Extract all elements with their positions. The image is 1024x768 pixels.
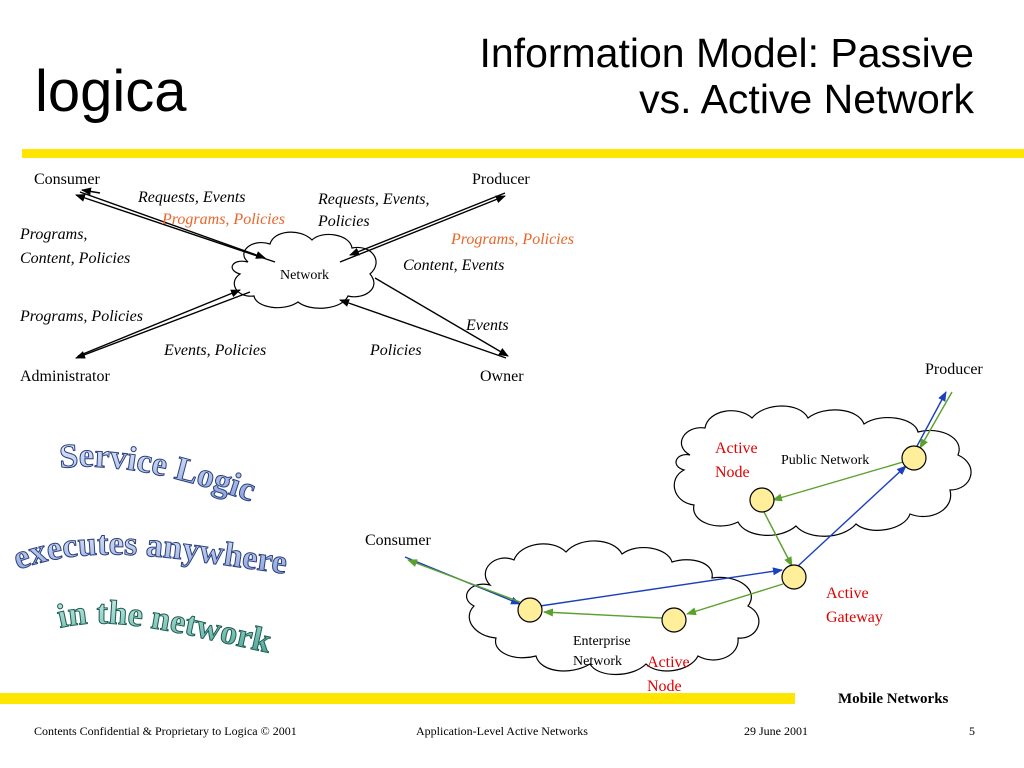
arrow-admin-network: [77, 289, 241, 357]
active-node-bottom-label: Active Node: [647, 651, 690, 699]
active-node-top-line-2: Node: [715, 464, 750, 481]
footer-talk-title: Application-Level Active Networks: [416, 724, 588, 738]
programs-content-line-2: Content, Policies: [20, 250, 131, 267]
slide-title-line-2: vs. Active Network: [639, 76, 974, 122]
programs-policies-left-label: Programs, Policies: [20, 308, 143, 325]
programs-content-policies-label: Programs, Content, Policies: [20, 223, 130, 271]
wordart-service-logic: Service Logic executes anywhere in the n…: [8, 437, 290, 661]
active-node-bottom-line-2: Node: [647, 678, 682, 695]
bottom-yellow-bar: [0, 693, 795, 704]
logica-logo: logica: [35, 59, 187, 124]
administrator-label: Administrator: [20, 368, 110, 385]
enterprise-line-2: Network: [573, 654, 622, 669]
bottom-consumer-label: Consumer: [365, 532, 431, 549]
policies-label: Policies: [370, 342, 422, 359]
slide-title: Information Model: Passive vs. Active Ne…: [479, 30, 974, 122]
arrow-network-consumer: [75, 194, 276, 263]
footer-confidential: Contents Confidential & Proprietary to L…: [34, 724, 297, 738]
svg-text:in the network: in the network: [54, 594, 275, 660]
owner-label: Owner: [480, 368, 524, 385]
bottom-arrows: [404, 391, 953, 619]
svg-text:Service Logic: Service Logic: [58, 438, 260, 510]
top-yellow-bar: [22, 149, 1024, 158]
arrow-public-node-to-active-node: [772, 461, 904, 502]
enterprise-network-label: Enterprise Network: [573, 632, 631, 672]
arrow-active-node-to-gateway: [763, 511, 793, 567]
active-gateway-node: [781, 564, 807, 590]
public-network-node: [901, 445, 927, 471]
requests-events-policies-line-1: Requests, Events,: [318, 191, 430, 208]
public-network-cloud: [673, 405, 972, 537]
requests-events-policies-label: Requests, Events, Policies: [318, 189, 430, 233]
enterprise-line-1: Enterprise: [573, 634, 631, 649]
arrow-enterprise-node-to-consumer: [407, 559, 521, 603]
programs-content-line-1: Programs,: [20, 226, 88, 243]
active-node-top-label: Active Node: [715, 437, 758, 485]
arrow-network-admin: [75, 291, 251, 359]
active-node-bottom-line-1: Active: [647, 654, 690, 671]
active-gateway-line-2: Gateway: [826, 609, 883, 626]
slide-title-line-1: Information Model: Passive: [479, 30, 974, 76]
footer-section-title: Mobile Networks: [838, 691, 949, 707]
arrow-producer-network: [349, 192, 506, 256]
arrow-gateway-to-enterprise-node: [686, 583, 784, 616]
arrow-network-producer: [339, 195, 506, 263]
active-gateway-label: Active Gateway: [826, 582, 883, 630]
consumer-label: Consumer: [34, 171, 100, 188]
public-network-label: Public Network: [781, 453, 870, 468]
public-active-node: [749, 487, 775, 513]
content-events-label: Content, Events: [403, 257, 505, 274]
top-arrows: [75, 187, 509, 359]
nodes: [517, 445, 927, 633]
active-gateway-line-1: Active: [826, 585, 869, 602]
arrow-producer-to-public-node: [919, 391, 953, 449]
bottom-producer-label: Producer: [925, 361, 983, 378]
arrow-consumer-producer-a: [81, 187, 101, 196]
requests-events-label: Requests, Events: [138, 189, 246, 206]
events-label: Events: [466, 317, 509, 334]
programs-policies-orange-label-1: Programs, Policies: [162, 211, 285, 228]
footer-date: 29 June 2001: [744, 724, 808, 738]
arrow-owner-network: [339, 299, 507, 359]
svg-text:executes anywhere: executes anywhere: [8, 525, 289, 581]
network-label: Network: [280, 268, 329, 283]
active-node-top-line-1: Active: [715, 440, 758, 457]
events-policies-label: Events, Policies: [164, 342, 267, 359]
wordart-line-3: in the network: [53, 594, 275, 661]
wordart-line-2: executes anywhere: [8, 525, 290, 582]
arrow-enterprise-to-gateway: [539, 567, 783, 607]
network-cloud: [231, 231, 377, 309]
arrow-gateway-to-public-node: [797, 465, 907, 567]
arrow-network-owner: [374, 277, 509, 357]
programs-policies-orange-label-2: Programs, Policies: [451, 231, 574, 248]
wordart-line-1: Service Logic: [58, 437, 261, 510]
arrow-consumer-network: [79, 191, 266, 259]
enterprise-network-cloud: [466, 540, 760, 675]
requests-events-policies-line-2: Policies: [318, 213, 370, 230]
arrow-enterprise-active-to-node: [543, 608, 663, 619]
footer-page-number: 5: [969, 724, 975, 738]
producer-label: Producer: [472, 171, 530, 188]
enterprise-node: [517, 597, 543, 623]
enterprise-active-node: [661, 607, 687, 633]
